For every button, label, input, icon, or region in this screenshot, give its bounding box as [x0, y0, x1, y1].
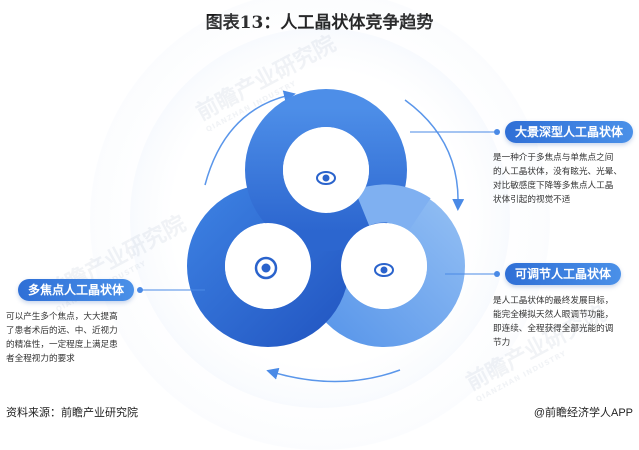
ring-right-overlap [354, 184, 431, 231]
eye-icon-right [374, 263, 394, 277]
cycle-arrow-bottom [266, 367, 401, 383]
credit-note: @前瞻经济学人APP [533, 407, 633, 419]
label-accommodating-iol: 可调节人工晶状体 [505, 263, 622, 285]
trefoil-diagram [137, 89, 500, 383]
source-note: 资料来源：前瞻产业研究院 [6, 407, 138, 419]
cycle-arrow-right [404, 99, 465, 211]
cycle-arrow-top [204, 90, 296, 186]
eye-icon-left [254, 256, 278, 280]
desc-multifocal-iol: 可以产生多个焦点，大大提高 了患者术后的远、中、近视力 的精准性，一定程度上满足… [6, 311, 118, 363]
eye-icon-top [316, 171, 336, 185]
connector-left [137, 287, 205, 293]
ring-top [245, 89, 407, 251]
desc-extended-depth-iol: 是一种介于多焦点与单焦点之间 的人工晶状体，没有眩光、光晕、 对比敏感度下降等多… [493, 152, 622, 204]
label-multifocal-iol: 多焦点人工晶状体 [18, 279, 135, 301]
connector-right [445, 271, 500, 277]
page-title: 图表13：人工晶状体竞争趋势 [0, 8, 639, 33]
connector-top-right [410, 129, 500, 135]
desc-accommodating-iol: 是人工晶状体的最终发展目标， 能完全模拟天然人眼调节功能， 即连续、全程获得全部… [493, 295, 614, 347]
label-extended-depth-iol: 大景深型人工晶状体 [505, 121, 634, 143]
